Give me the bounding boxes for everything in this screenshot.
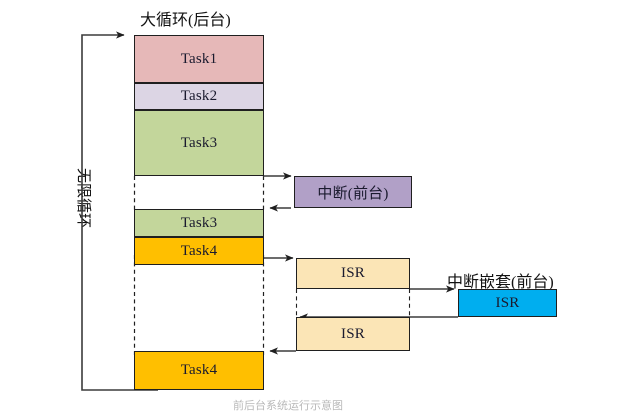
task-block-label: Task2 xyxy=(180,88,218,104)
task-block-task4-resumed: Task4 xyxy=(134,351,264,390)
task-block-task1: Task1 xyxy=(134,35,264,83)
figure-caption: 前后台系统运行示意图 xyxy=(233,400,343,412)
task-block-label: Task1 xyxy=(180,50,218,67)
background-column-title: 大循环(后台) xyxy=(140,12,231,29)
task-block-task4-first: Task4 xyxy=(134,237,264,265)
isr-box-label: ISR xyxy=(495,294,520,311)
task-block-task3-first: Task3 xyxy=(134,110,264,176)
nested-interrupt-title: 中断嵌套(前台) xyxy=(447,274,554,291)
interrupt-box-label: 中断(前台) xyxy=(317,185,389,202)
dashed-guides xyxy=(133,176,265,355)
isr-box-label: ISR xyxy=(341,265,365,281)
isr-box-label: ISR xyxy=(341,325,365,342)
task-block-label: Task3 xyxy=(180,214,218,231)
task-block-task3-resumed: Task3 xyxy=(134,209,264,237)
task-block-label: Task3 xyxy=(180,134,218,151)
task-block-task2: Task2 xyxy=(134,83,264,110)
infinite-loop-path xyxy=(81,31,158,391)
isr-box-resumed: ISR xyxy=(296,317,410,351)
task-block-label: Task4 xyxy=(180,242,218,259)
task-block-label: Task4 xyxy=(180,362,218,378)
interrupt-box: 中断(前台) xyxy=(294,176,412,208)
isr-box-first: ISR xyxy=(296,258,410,289)
isr-box-nested: ISR xyxy=(458,289,557,317)
